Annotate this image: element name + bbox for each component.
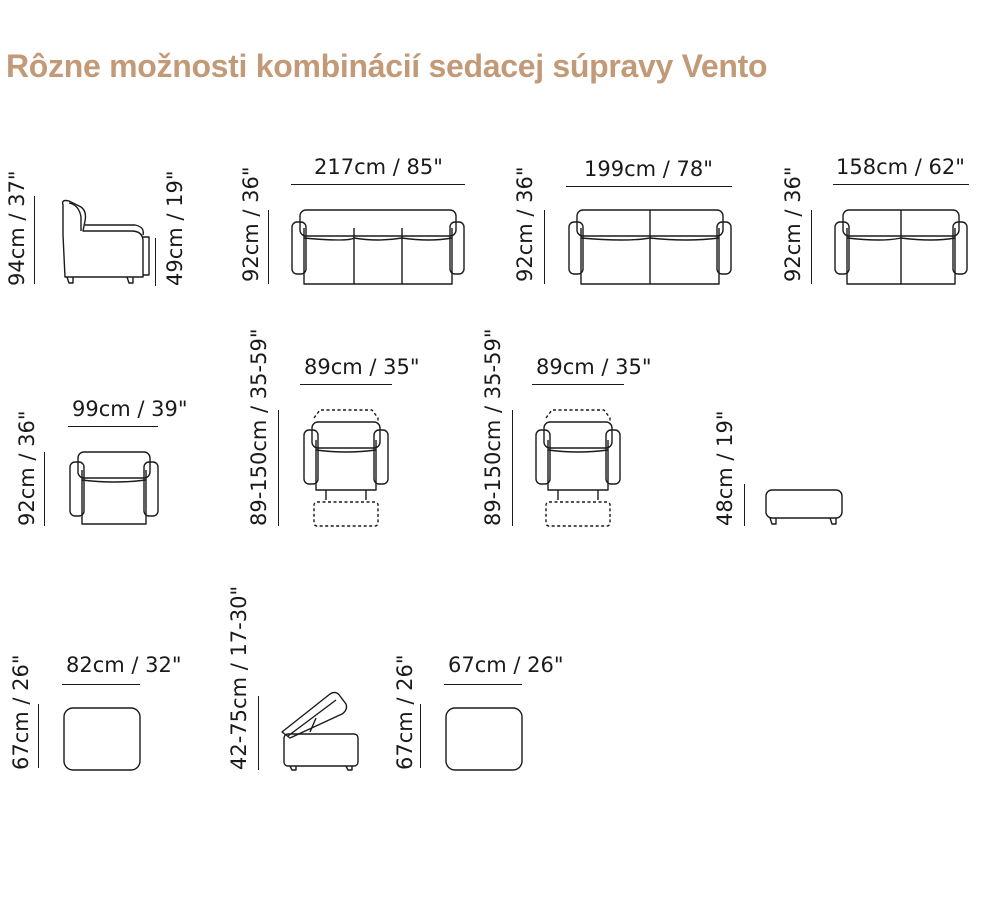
width-dimension-line	[62, 684, 140, 685]
height-label: 67cm / 26"	[9, 654, 33, 770]
width-dimension-line	[300, 384, 392, 385]
seat-height-line	[155, 238, 156, 286]
height-label: 89-150cm / 35-59"	[247, 328, 271, 527]
height-dimension-line	[258, 696, 259, 770]
ottoman-drawing	[765, 489, 843, 525]
height-dimension-line	[34, 196, 35, 284]
height-dimension-line	[544, 210, 545, 284]
height-label: 92cm / 36"	[239, 166, 263, 282]
height-label: 67cm / 26"	[393, 654, 417, 770]
pouf-large-drawing	[63, 707, 141, 771]
armchair-side-drawing	[61, 199, 150, 284]
height-dimension-line	[278, 410, 279, 526]
height-dimension-line	[811, 210, 812, 284]
height-label: 92cm / 36"	[15, 410, 39, 526]
width-label: 199cm / 78"	[584, 157, 713, 181]
sofa-3-drawing	[291, 209, 465, 285]
height-dimension-line	[44, 452, 45, 526]
height-dimension-line	[420, 704, 421, 768]
height-dimension-line	[38, 704, 39, 768]
height-dimension-line	[268, 210, 269, 284]
width-dimension-line	[68, 426, 158, 427]
width-dimension-line	[566, 186, 732, 187]
seat-height-label: 49cm / 19"	[163, 170, 187, 286]
storage-pouf-drawing	[281, 691, 359, 771]
pouf-small-drawing	[445, 707, 523, 771]
width-label: 158cm / 62"	[836, 155, 965, 179]
width-dimension-line	[444, 684, 522, 685]
width-label: 67cm / 26"	[448, 653, 564, 677]
recliner-2-drawing	[535, 409, 621, 527]
page-title: Rôzne možnosti kombinácií sedacej súprav…	[6, 48, 768, 84]
width-dimension-line	[532, 384, 624, 385]
width-label: 89cm / 35"	[304, 355, 420, 379]
armchair-drawing	[69, 451, 159, 525]
width-label: 217cm / 85"	[314, 155, 443, 179]
height-label: 89-150cm / 35-59"	[481, 328, 505, 527]
height-dimension-line	[744, 484, 745, 526]
recliner-1-drawing	[303, 409, 389, 527]
height-label: 92cm / 36"	[781, 166, 805, 282]
height-label: 48cm / 19"	[713, 410, 737, 526]
width-label: 82cm / 32"	[66, 653, 182, 677]
width-label: 99cm / 39"	[72, 397, 188, 421]
width-label: 89cm / 35"	[536, 355, 652, 379]
height-label: 42-75cm / 17-30"	[227, 585, 251, 770]
height-label: 94cm / 37"	[5, 170, 29, 286]
sofa-2-large-drawing	[568, 209, 732, 285]
width-dimension-line	[833, 184, 969, 185]
height-dimension-line	[512, 410, 513, 526]
width-dimension-line	[291, 184, 465, 185]
sofa-2-small-drawing	[834, 209, 968, 285]
height-label: 92cm / 36"	[513, 166, 537, 282]
